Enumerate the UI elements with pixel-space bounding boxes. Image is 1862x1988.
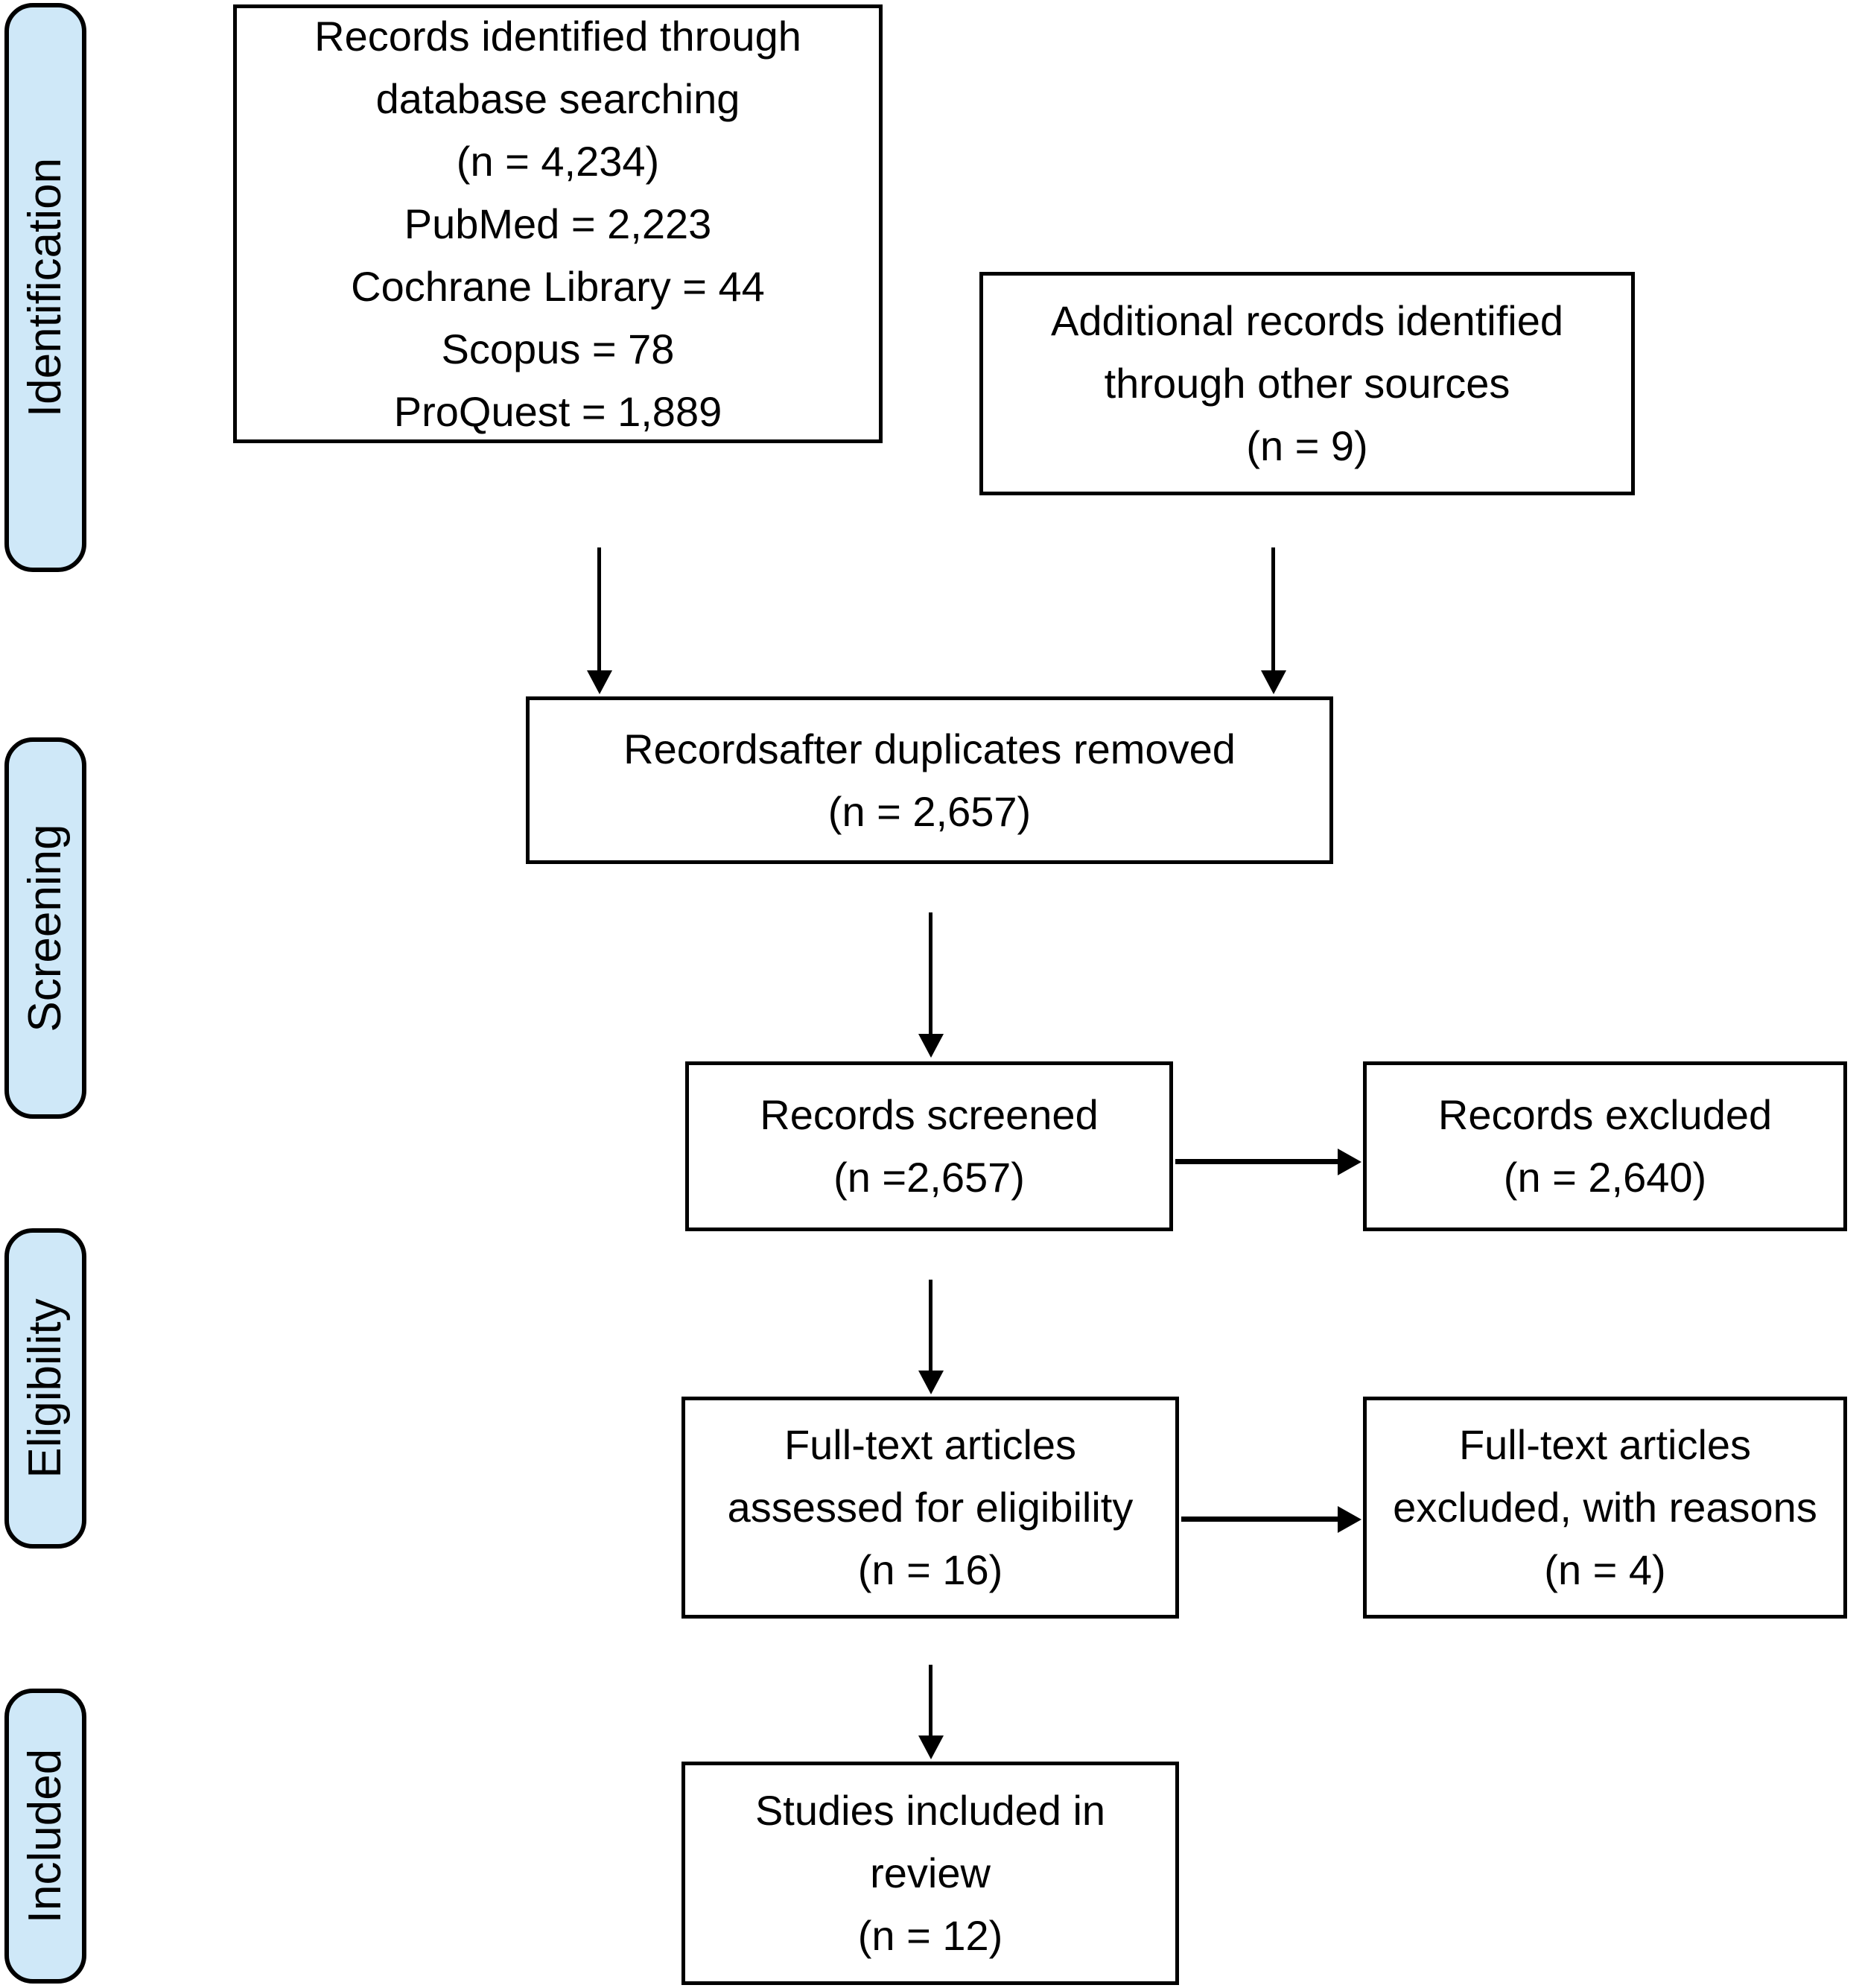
box-text-line: (n = 12) <box>857 1912 1003 1959</box>
box-records-screened: Records screened (n =2,657) <box>685 1061 1173 1231</box>
stage-screening: Screening <box>4 737 86 1119</box>
box-text-line: (n =2,657) <box>833 1154 1025 1201</box>
box-text-line: Scopus = 78 <box>441 325 675 372</box>
box-text-line: (n = 2,640) <box>1503 1154 1707 1201</box>
box-duplicates-removed: Recordsafter duplicates removed (n = 2,6… <box>526 696 1333 864</box>
stage-eligibility: Eligibility <box>4 1228 86 1549</box>
arrow-shaft <box>597 547 601 670</box>
box-text-line: ProQuest = 1,889 <box>393 387 722 435</box>
box-fulltext-assessed: Full-text articles assessed for eligibil… <box>681 1397 1179 1619</box>
box-text-line: (n = 16) <box>857 1546 1003 1593</box>
arrow-shaft <box>929 912 932 1034</box>
box-text-line: Records screened <box>760 1091 1099 1138</box>
stage-identification-label: Identification <box>19 157 71 418</box>
box-text-line: excluded, with reasons <box>1393 1484 1817 1531</box>
arrow-head-icon <box>1261 670 1286 694</box>
box-text-line: (n = 4) <box>1544 1546 1666 1593</box>
box-text-line: Full-text articles <box>784 1421 1077 1468</box>
arrow-shaft <box>1175 1159 1338 1164</box>
box-text-line: Cochrane Library = 44 <box>351 262 765 310</box>
arrow-head-icon <box>587 670 612 694</box>
box-text-line: (n = 4,234) <box>456 137 660 185</box>
box-text-line: PubMed = 2,223 <box>404 200 712 247</box>
box-text-line: Records identified through <box>314 12 801 60</box>
box-text-line: assessed for eligibility <box>727 1484 1134 1531</box>
box-text-line: Full-text articles <box>1458 1421 1752 1468</box>
box-text-line: through other sources <box>1104 360 1510 407</box>
arrow-shaft <box>1181 1517 1338 1522</box>
box-text-line: review <box>870 1849 991 1896</box>
box-studies-included: Studies included in review (n = 12) <box>681 1762 1179 1985</box>
arrow-head-icon <box>1338 1149 1361 1175</box>
arrow-shaft <box>1271 547 1275 670</box>
arrow-head-icon <box>918 1034 944 1058</box>
box-text-line: Records excluded <box>1437 1091 1773 1138</box>
arrow-head-icon <box>1338 1506 1361 1533</box>
stage-screening-label: Screening <box>19 824 71 1032</box>
box-text-line: (n = 2,657) <box>827 787 1032 835</box>
box-additional-records: Additional records identified through ot… <box>979 272 1635 495</box>
stage-included-label: Included <box>19 1748 71 1924</box>
arrow-shaft <box>929 1280 932 1371</box>
arrow-head-icon <box>918 1735 944 1759</box>
box-text-line: (n = 9) <box>1246 422 1368 469</box>
box-records-excluded: Records excluded (n = 2,640) <box>1363 1061 1847 1231</box>
arrow-shaft <box>929 1665 932 1735</box>
box-text-line: Recordsafter duplicates removed <box>623 725 1236 772</box>
box-text-line: database searching <box>375 74 740 122</box>
stage-identification: Identification <box>4 3 86 572</box>
box-fulltext-excluded: Full-text articles excluded, with reason… <box>1363 1397 1847 1619</box>
box-records-identified: Records identified through database sear… <box>233 4 883 443</box>
stage-included: Included <box>4 1689 86 1984</box>
box-text-line: Additional records identified <box>1051 297 1563 344</box>
box-text-line: Studies included in <box>754 1787 1106 1834</box>
arrow-head-icon <box>918 1371 944 1394</box>
stage-eligibility-label: Eligibility <box>19 1298 71 1479</box>
